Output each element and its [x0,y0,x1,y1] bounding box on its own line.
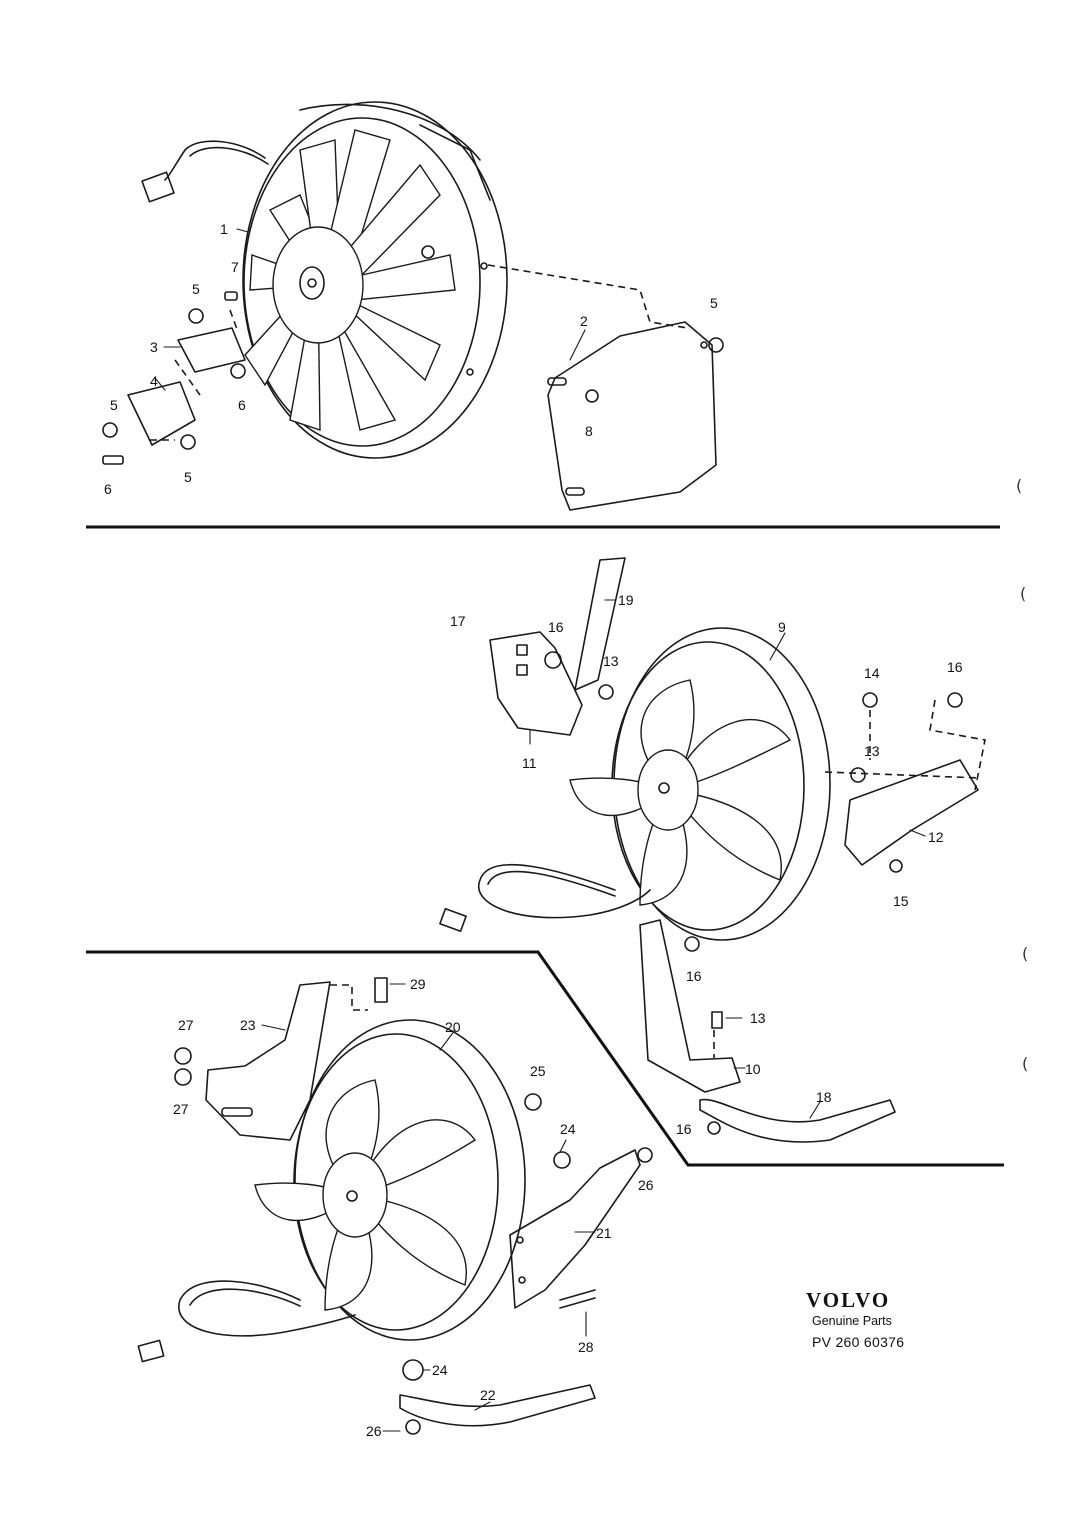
callout-17: 17 [450,613,466,629]
callout-22: 22 [480,1387,496,1403]
fan-assembly-top [141,101,508,459]
callout-13b: 13 [864,743,880,759]
part-21-bracket [509,1093,653,1309]
callout-6a: 6 [238,397,246,413]
part-3-4-brackets [127,309,246,446]
callout-5d: 5 [710,295,718,311]
callout-13a: 13 [603,653,619,669]
part-11-19-brackets [489,557,626,736]
part-2-bracket-plate [547,321,717,511]
callout-12: 12 [928,829,944,845]
fan-assembly-middle [439,627,831,941]
callout-3: 3 [150,339,158,355]
part-10-18-brackets [639,919,896,1143]
leader-lines [154,228,926,1432]
callout-16b: 16 [947,659,963,675]
section-divider-bottom [86,950,1004,1167]
callout-6b: 6 [104,481,112,497]
callout-7: 7 [231,259,239,275]
callout-24b: 24 [432,1362,448,1378]
brand-subtitle: Genuine Parts [812,1314,892,1328]
callout-18: 18 [816,1089,832,1105]
callout-5c: 5 [184,469,192,485]
callout-24a: 24 [560,1121,576,1137]
callout-9: 9 [778,619,786,635]
callout-28: 28 [578,1339,594,1355]
callout-2: 2 [580,313,588,329]
callout-10: 10 [745,1061,761,1077]
callout-20: 20 [445,1019,461,1035]
callout-27a: 27 [178,1017,194,1033]
callout-21: 21 [596,1225,612,1241]
brand-block: VOLVO Genuine Parts PV 260 60376 [806,1288,946,1350]
callout-5a: 5 [192,281,200,297]
margin-mark-1: ( [1016,476,1023,495]
callout-5b: 5 [110,397,118,413]
margin-mark-4: ( [1022,1054,1029,1073]
callout-23: 23 [240,1017,256,1033]
callout-26a: 26 [638,1177,654,1193]
callout-29: 29 [410,976,426,992]
margin-mark-2: ( [1020,584,1027,603]
callout-13c: 13 [750,1010,766,1026]
diagram-code: PV 260 60376 [812,1334,905,1350]
volvo-logo: VOLVO [806,1288,891,1312]
callout-labels: 1 2 3 4 5 5 5 5 6 6 7 8 9 10 11 12 13 13… [104,221,963,1439]
callout-15: 15 [893,893,909,909]
callout-16a: 16 [548,619,564,635]
part-12-bracket [824,692,986,873]
callout-16d: 16 [676,1121,692,1137]
margin-mark-3: ( [1022,944,1029,963]
callout-27b: 27 [173,1101,189,1117]
top-fasteners [102,291,724,465]
callout-14: 14 [864,665,880,681]
callout-8: 8 [585,423,593,439]
part-22-strap [399,1359,596,1435]
part-23-bracket [174,977,388,1141]
callout-11: 11 [522,755,537,771]
callout-25: 25 [530,1063,546,1079]
fan-assembly-bottom [137,1019,526,1363]
callout-19: 19 [618,592,634,608]
callout-4: 4 [150,373,158,389]
callout-26b: 26 [366,1423,382,1439]
callout-1: 1 [220,221,228,237]
callout-16c: 16 [686,968,702,984]
